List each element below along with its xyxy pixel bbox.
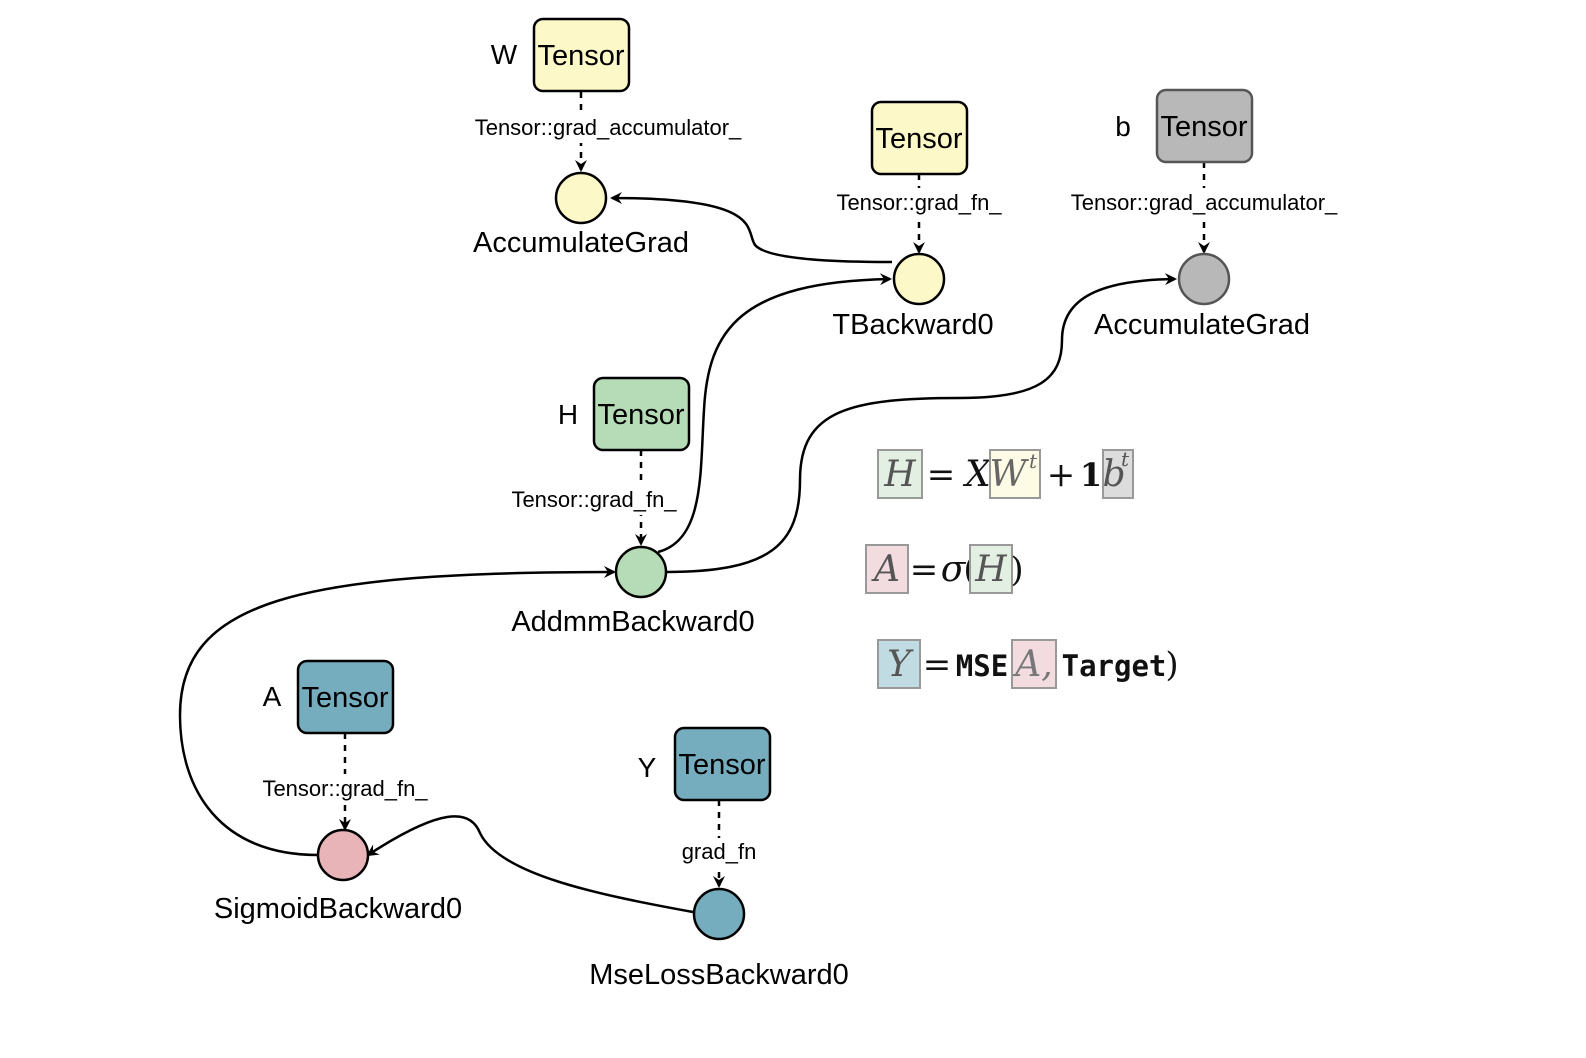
svg-text:Tensor: Tensor <box>678 749 765 781</box>
tensor-var-b: b <box>1115 111 1131 142</box>
tensor-w: Tensor <box>532 17 631 93</box>
svg-text:Y: Y <box>887 644 914 685</box>
svg-text:Tensor::grad_fn_: Tensor::grad_fn_ <box>511 487 677 512</box>
svg-text:MSE: MSE <box>956 649 1008 683</box>
svg-text:=: = <box>927 455 956 495</box>
edge-addmm-to-tbackward <box>657 273 892 554</box>
svg-text:Tensor: Tensor <box>301 682 388 714</box>
node-addmmbackward: AddmmBackward0 <box>511 545 755 638</box>
svg-text:b: b <box>1102 454 1125 495</box>
tensor-h: Tensor <box>592 376 691 452</box>
svg-text:A,: A, <box>1012 644 1052 685</box>
equation-h: H = X W t + 1 b t <box>877 447 1134 499</box>
svg-text:t: t <box>1029 449 1038 473</box>
svg-text:Tensor::grad_fn_: Tensor::grad_fn_ <box>262 776 428 801</box>
svg-text:σ: σ <box>941 549 967 590</box>
svg-text:): ) <box>1165 645 1178 685</box>
svg-text:Tensor::grad_fn_: Tensor::grad_fn_ <box>836 190 1002 215</box>
tensor-b: Tensor <box>1155 88 1254 164</box>
edge-label-h: Tensor::grad_fn_ <box>503 485 685 515</box>
svg-text:): ) <box>1010 550 1023 590</box>
edge-label-w: Tensor::grad_accumulator_ <box>462 113 754 143</box>
svg-text:grad_fn: grad_fn <box>682 839 757 864</box>
svg-text:Tensor: Tensor <box>1160 111 1247 143</box>
equation-a: A = σ ( H ) <box>865 544 1024 594</box>
svg-text:=: = <box>923 645 952 685</box>
svg-text:Tensor: Tensor <box>537 40 624 72</box>
tensor-var-a: A <box>263 681 282 712</box>
svg-text:H: H <box>974 549 1007 590</box>
node-accumulategrad-b: AccumulateGrad <box>1094 252 1310 341</box>
edge-label-b: Tensor::grad_accumulator_ <box>1058 188 1350 218</box>
edge-sigmoid-to-addmm <box>178 566 616 857</box>
tensor-a: Tensor <box>296 659 395 735</box>
svg-text:AddmmBackward0: AddmmBackward0 <box>511 606 754 638</box>
tensor-var-h: H <box>558 399 578 430</box>
svg-text:=: = <box>910 550 939 590</box>
svg-text:X: X <box>962 454 992 495</box>
svg-text:AccumulateGrad: AccumulateGrad <box>473 227 689 259</box>
svg-text:MseLossBackward0: MseLossBackward0 <box>589 959 849 991</box>
edge-label-a: Tensor::grad_fn_ <box>254 774 436 804</box>
tensor-t: Tensor <box>870 100 969 176</box>
node-tbackward: TBackward0 <box>832 252 994 341</box>
svg-text:t: t <box>1121 447 1130 471</box>
svg-text:1: 1 <box>1080 456 1102 494</box>
svg-text:Target: Target <box>1062 649 1167 683</box>
svg-text:H: H <box>883 454 916 495</box>
svg-text:Tensor::grad_accumulator_: Tensor::grad_accumulator_ <box>1071 190 1338 215</box>
edge-addmm-to-accumulategrad-b <box>665 273 1177 574</box>
svg-text:SigmoidBackward0: SigmoidBackward0 <box>214 893 462 925</box>
svg-text:Tensor: Tensor <box>597 399 684 431</box>
svg-text:+: + <box>1047 455 1076 495</box>
svg-text:Tensor: Tensor <box>875 123 962 155</box>
edge-mse-to-sigmoid <box>366 815 694 914</box>
node-accumulategrad-w: AccumulateGrad <box>473 171 689 259</box>
edge-label-y: grad_fn <box>672 838 766 868</box>
edge-tbackward-to-accumulategrad-w <box>610 192 893 264</box>
tensor-var-y: Y <box>638 752 657 783</box>
edge-label-t: Tensor::grad_fn_ <box>828 188 1010 218</box>
svg-text:W: W <box>989 454 1029 495</box>
svg-text:A: A <box>871 549 900 590</box>
tensor-y: Tensor <box>673 726 772 802</box>
svg-text:AccumulateGrad: AccumulateGrad <box>1094 309 1310 341</box>
svg-text:Tensor::grad_accumulator_: Tensor::grad_accumulator_ <box>475 115 742 140</box>
node-mselossbackward: MseLossBackward0 <box>589 887 849 991</box>
equation-y: Y = MSE ( A, Target ) <box>877 639 1179 689</box>
node-sigmoidbackward: SigmoidBackward0 <box>214 828 462 925</box>
tensor-var-w: W <box>491 39 518 70</box>
svg-text:TBackward0: TBackward0 <box>832 309 993 341</box>
